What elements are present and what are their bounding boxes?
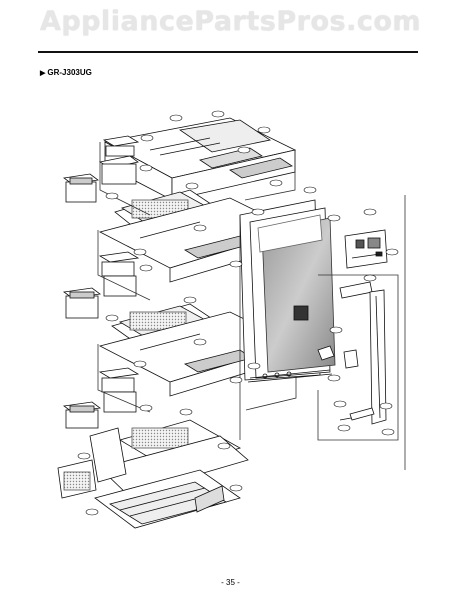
crisper-bins-3 bbox=[62, 367, 140, 429]
callout-labels bbox=[77, 110, 399, 516]
door-handle bbox=[339, 281, 387, 425]
crisper-bins-1 bbox=[62, 135, 140, 203]
triangle-marker-icon: ▶ bbox=[40, 70, 46, 77]
watermark: AppliancePartsPros.com bbox=[39, 6, 422, 37]
header-rule bbox=[38, 51, 418, 53]
model-label: ▶GR-J303UG bbox=[40, 68, 92, 77]
model-number: GR-J303UG bbox=[47, 68, 92, 77]
page-number: - 35 - bbox=[221, 578, 240, 587]
crisper-bins-2 bbox=[62, 251, 140, 319]
door-assembly bbox=[239, 199, 336, 383]
dispenser-panel bbox=[344, 229, 388, 269]
bottom-drawer-assembly bbox=[57, 419, 249, 529]
